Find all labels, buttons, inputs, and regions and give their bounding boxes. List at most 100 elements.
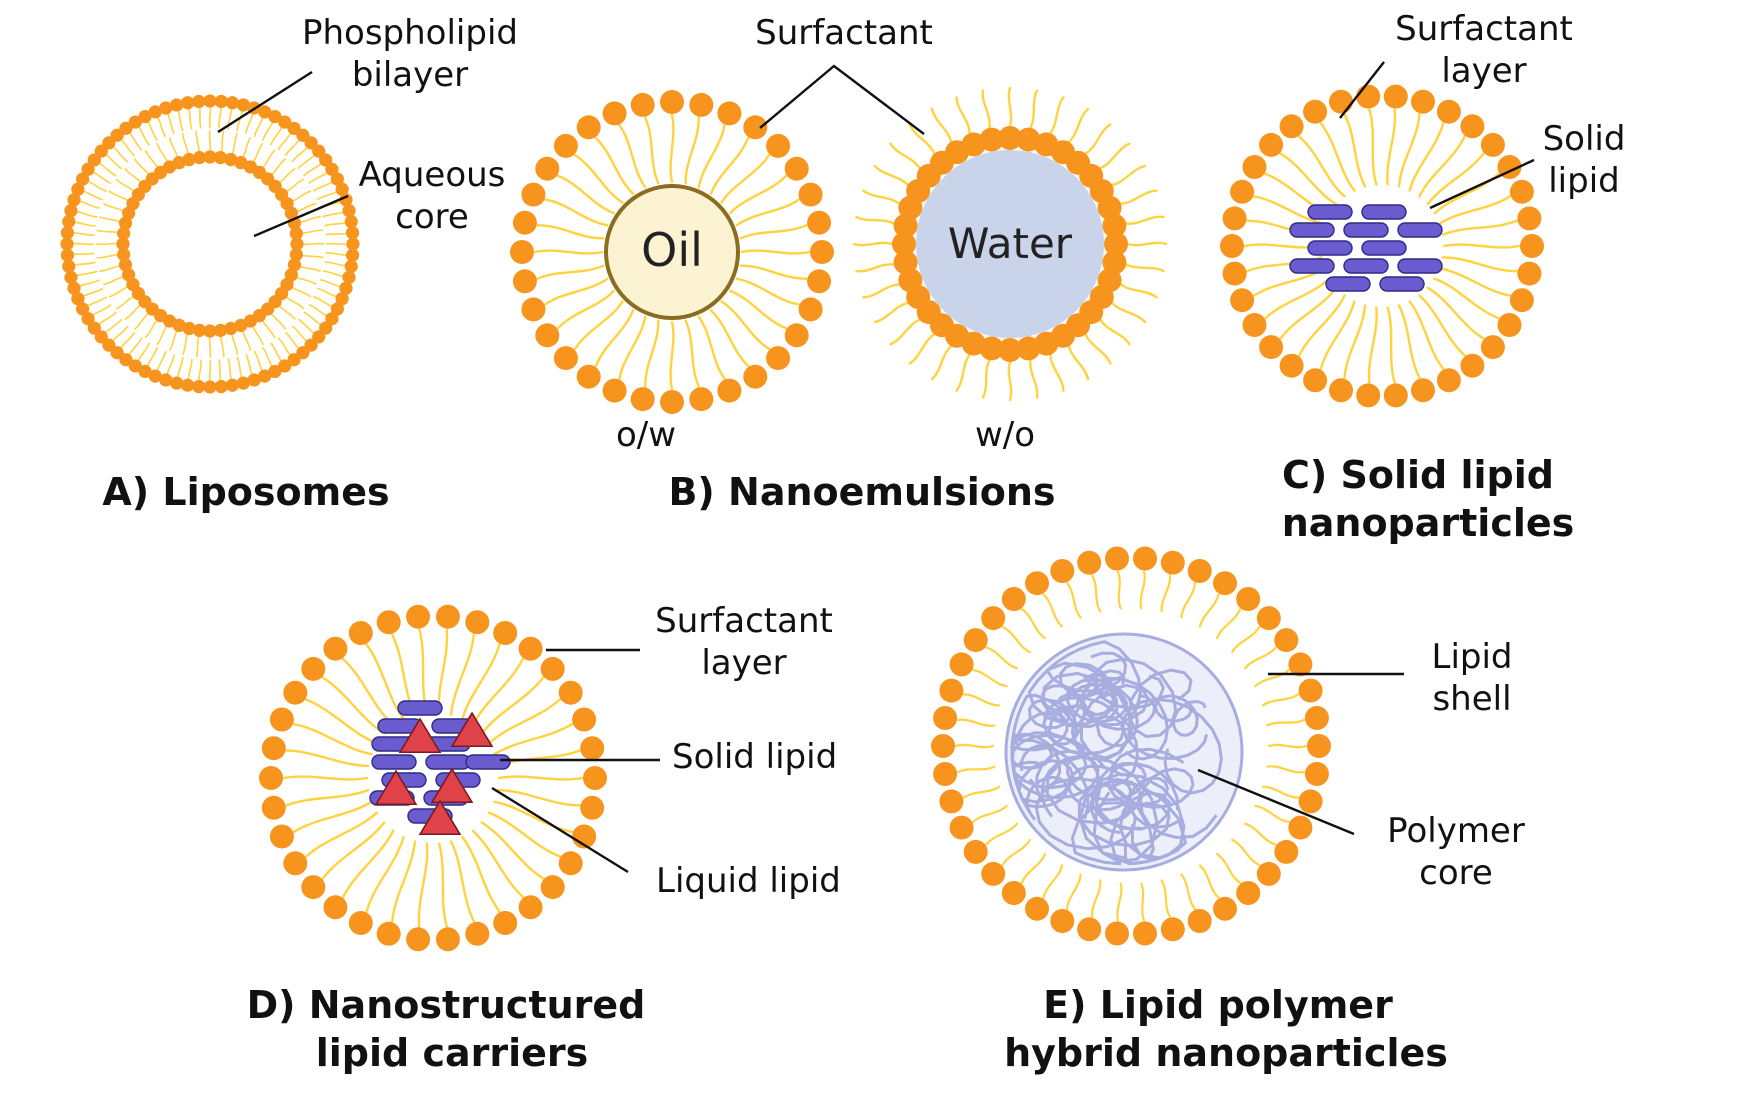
surfactant-head bbox=[1236, 587, 1261, 611]
panel-lipid-polymer-hybrid: Lipid shell Polymer core E) Lipid polyme… bbox=[931, 546, 1525, 1075]
surfactant-tail bbox=[1001, 838, 1031, 867]
bilayer-outer-head bbox=[325, 312, 339, 326]
panel-liposome: Phospholipid bilayer Aqueous core A) Lip… bbox=[60, 13, 518, 514]
surfactant-tail bbox=[1099, 318, 1131, 346]
surfactant-head bbox=[717, 101, 742, 126]
surfactant-head bbox=[798, 182, 823, 207]
surfactant-head bbox=[521, 297, 546, 322]
surfactant-tail bbox=[536, 264, 605, 280]
panel-solid-lipid-nanoparticles: Surfactant layer Solid lipid C) Solid li… bbox=[1220, 9, 1625, 545]
bilayer-inner-head bbox=[182, 152, 196, 167]
surfactant-head bbox=[1497, 313, 1522, 337]
polymer-coil bbox=[1121, 697, 1223, 795]
surfactant-tail bbox=[1418, 135, 1466, 198]
surfactant-head bbox=[979, 127, 1004, 152]
bilayer-label-line2: bilayer bbox=[352, 55, 468, 95]
lph-core-label-line2: core bbox=[1419, 853, 1493, 893]
surfactant-tail bbox=[573, 153, 624, 204]
surfactant-head bbox=[1436, 368, 1461, 393]
bilayer-outer-tail bbox=[76, 279, 101, 289]
polymer-coil bbox=[1066, 756, 1147, 830]
bilayer-outer-tail bbox=[269, 342, 284, 364]
surfactant-tail bbox=[321, 676, 386, 735]
surfactant-head bbox=[933, 706, 958, 730]
bilayer-outer-head bbox=[339, 193, 353, 207]
surfactant-head bbox=[1077, 550, 1102, 575]
bilayer-outer-head bbox=[94, 330, 108, 344]
surfactant-tail bbox=[497, 775, 584, 781]
surfactant-tail bbox=[1438, 267, 1511, 297]
bilayer-outer-head bbox=[119, 121, 133, 135]
bilayer-outer-head bbox=[344, 259, 358, 273]
surfactant-head bbox=[1274, 628, 1299, 653]
bilayer-leader-line bbox=[217, 70, 313, 134]
bilayer-outer-tail bbox=[90, 303, 112, 318]
bilayer-outer-head bbox=[64, 270, 78, 284]
surfactant-tail bbox=[1418, 294, 1466, 357]
surfactant-head bbox=[807, 269, 832, 294]
surfactant-head bbox=[435, 927, 460, 952]
surfactant-tail bbox=[1067, 107, 1090, 143]
surfactant-head bbox=[376, 921, 401, 946]
bilayer-outer-head bbox=[67, 193, 81, 207]
solid-lipid-block bbox=[1379, 276, 1425, 292]
nlc-particle bbox=[259, 604, 607, 952]
surfactant-tail bbox=[573, 300, 624, 351]
surfactant-head bbox=[660, 90, 684, 114]
bilayer-outer-head bbox=[60, 226, 75, 240]
surfactant-tail bbox=[449, 840, 475, 923]
surfactant-tail bbox=[1367, 306, 1378, 384]
surfactant-tail bbox=[1090, 879, 1102, 918]
surfactant-tail bbox=[908, 333, 936, 365]
sln-surfactant-label-line2: layer bbox=[1441, 51, 1526, 91]
bilayer-outer-tail bbox=[313, 295, 335, 309]
polymer-coil bbox=[1042, 696, 1139, 788]
bilayer-inner-tail bbox=[230, 331, 239, 355]
surfactant-head bbox=[435, 604, 460, 629]
surfactant-head bbox=[576, 115, 601, 140]
bilayer-outer-tail bbox=[262, 346, 275, 370]
bilayer-inner-head bbox=[182, 321, 196, 336]
surfactant-head bbox=[1279, 114, 1304, 139]
surfactant-tail bbox=[1111, 164, 1147, 187]
surfactant-tail bbox=[365, 835, 405, 913]
surfactant-tail bbox=[1020, 608, 1047, 640]
surfactant-head bbox=[963, 839, 988, 864]
bilayer-outer-tail bbox=[145, 347, 159, 369]
polymer-coil bbox=[1067, 764, 1132, 835]
solid-lipid-block bbox=[1361, 204, 1407, 220]
lph-shell-label-line1: Lipid bbox=[1432, 637, 1513, 677]
surfactant-tail bbox=[740, 249, 811, 255]
bilayer-outer-head bbox=[128, 115, 142, 129]
bilayer-outer-tail bbox=[85, 179, 107, 193]
bilayer-outer-head bbox=[319, 153, 333, 167]
surfactant-head bbox=[981, 861, 1006, 886]
bilayer-outer-head bbox=[128, 359, 142, 373]
surfactant-tail bbox=[1029, 89, 1039, 129]
bilayer-outer-head bbox=[62, 259, 76, 273]
surfactant-head bbox=[1025, 571, 1049, 596]
surfactant-head bbox=[1480, 335, 1505, 360]
bilayer-outer-tail bbox=[145, 118, 158, 142]
bilayer-outer-head bbox=[344, 215, 358, 229]
surfactant-tail bbox=[1279, 286, 1338, 340]
bilayer-outer-tail bbox=[308, 303, 330, 318]
surfactant-head bbox=[1259, 132, 1284, 157]
surfactant-tail bbox=[544, 277, 609, 306]
core-label-line1: Aqueous bbox=[359, 155, 506, 195]
surfactant-head bbox=[1050, 909, 1075, 933]
bilayer-inner-tail bbox=[208, 129, 212, 155]
surfactant-tail bbox=[1125, 215, 1165, 225]
surfactant-tail bbox=[1266, 765, 1306, 774]
surfactant-head bbox=[1383, 383, 1408, 408]
bilayer-inner-tail bbox=[299, 242, 325, 246]
surfactant-head bbox=[540, 656, 565, 681]
surfactant-head bbox=[323, 636, 348, 661]
surfactant-tail bbox=[1119, 189, 1158, 205]
surfactant-tail bbox=[471, 829, 524, 899]
bilayer-inner-head bbox=[289, 247, 303, 262]
surfactant-head bbox=[931, 734, 955, 758]
bilayer-outer-tail bbox=[136, 124, 151, 146]
bilayer-outer-tail bbox=[176, 356, 184, 381]
